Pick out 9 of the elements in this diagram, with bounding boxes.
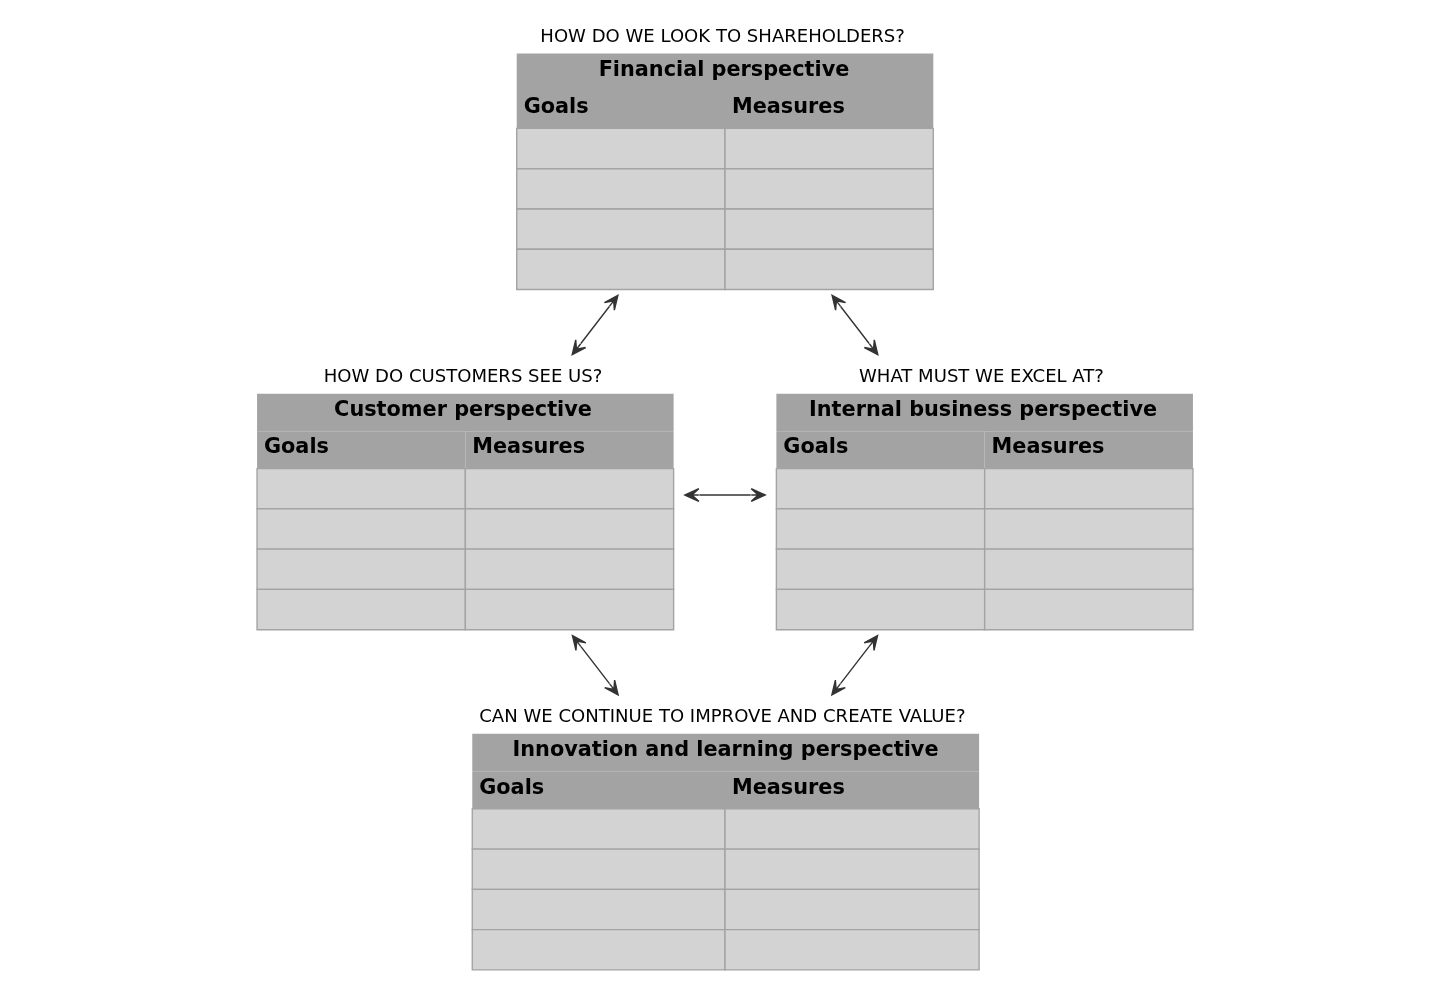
node-label: WHAT MUST WE EXCEL AT? xyxy=(859,364,1104,386)
node-label: HOW DO CUSTOMERS SEE US? xyxy=(323,364,603,386)
node-label: HOW DO WE LOOK TO SHAREHOLDERS? xyxy=(540,23,905,45)
arrow xyxy=(684,487,766,502)
arrow xyxy=(571,634,619,696)
node-label: CAN WE CONTINUE TO IMPROVE AND CREATE VALUE? xyxy=(479,704,966,726)
arrow xyxy=(571,294,619,355)
arrow xyxy=(831,294,879,355)
arrow xyxy=(831,634,879,696)
